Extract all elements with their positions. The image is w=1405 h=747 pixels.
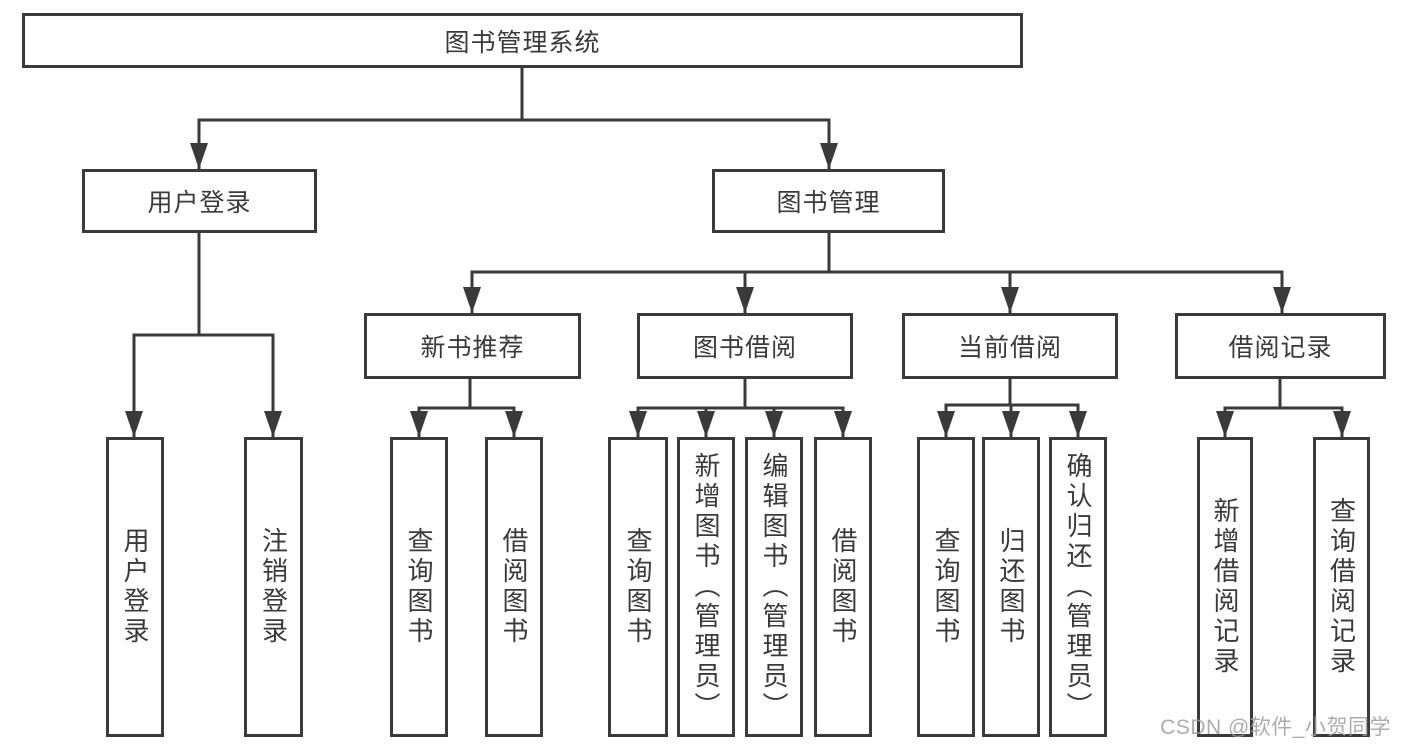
leaf-label: 注销登录 — [258, 527, 289, 647]
node-label: 用户登录 — [147, 189, 252, 217]
leaf-label: 借阅图书 — [499, 527, 529, 647]
node-label: 当前借阅 — [957, 334, 1062, 362]
node-library-management-system: 图书管理系统 — [22, 13, 1023, 68]
connector-borrow-records-children — [1216, 377, 1351, 439]
connector-new-book-rec-children — [410, 377, 523, 439]
node-user-login: 用户登录 — [82, 169, 317, 233]
leaf-label: 新增借阅记录 — [1210, 497, 1240, 677]
leaf-query-books-borrowing: 查询图书 — [608, 437, 668, 737]
node-book-management: 图书管理 — [712, 169, 945, 233]
node-label: 借阅记录 — [1228, 334, 1333, 362]
leaf-confirm-return-admin: 确认归还（管理员） — [1049, 437, 1107, 737]
leaf-label: 用户登录 — [120, 527, 150, 647]
leaf-logout: 注销登录 — [244, 437, 303, 737]
leaf-label: 确认归还（管理员） — [1063, 452, 1093, 722]
leaf-add-books-admin: 新增图书（管理员） — [677, 437, 735, 737]
node-new-book-recommendation: 新书推荐 — [364, 313, 581, 379]
leaf-query-books-current: 查询图书 — [917, 437, 975, 737]
leaf-label: 借阅图书 — [828, 527, 858, 647]
leaf-user-login: 用户登录 — [106, 437, 164, 737]
connector-book-mgmt-children — [463, 231, 1291, 315]
leaf-label: 归还图书 — [996, 527, 1026, 647]
connector-user-login-children — [125, 231, 282, 439]
leaf-edit-books-admin: 编辑图书（管理员） — [745, 437, 803, 737]
node-book-borrowing: 图书借阅 — [637, 313, 853, 379]
node-label: 图书管理系统 — [444, 28, 601, 57]
csdn-watermark: CSDN @软件_小贺同学 — [1160, 716, 1391, 739]
leaf-label: 查询图书 — [404, 527, 434, 647]
node-borrowing-records: 借阅记录 — [1175, 313, 1386, 379]
node-current-borrowing: 当前借阅 — [902, 313, 1118, 379]
node-label: 图书管理 — [776, 189, 881, 217]
connector-book-borrow-children — [629, 377, 852, 439]
connector-current-borrow-children — [937, 377, 1087, 439]
leaf-borrow-books: 借阅图书 — [814, 437, 872, 737]
leaf-query-borrow-record: 查询借阅记录 — [1313, 437, 1370, 737]
leaf-label: 查询图书 — [931, 527, 961, 647]
leaf-label: 查询图书 — [623, 527, 653, 647]
connector-root-to-level2 — [190, 66, 838, 171]
leaf-borrow-books-recommendation: 借阅图书 — [485, 437, 543, 737]
leaf-label: 查询借阅记录 — [1326, 497, 1357, 677]
leaf-return-books: 归还图书 — [982, 437, 1040, 737]
node-label: 新书推荐 — [420, 334, 525, 362]
leaf-add-borrow-record: 新增借阅记录 — [1197, 437, 1253, 737]
leaf-query-books-recommendation: 查询图书 — [390, 437, 448, 737]
node-label: 图书借阅 — [692, 334, 797, 362]
leaf-label: 编辑图书（管理员） — [759, 452, 789, 722]
leaf-label: 新增图书（管理员） — [691, 452, 721, 722]
